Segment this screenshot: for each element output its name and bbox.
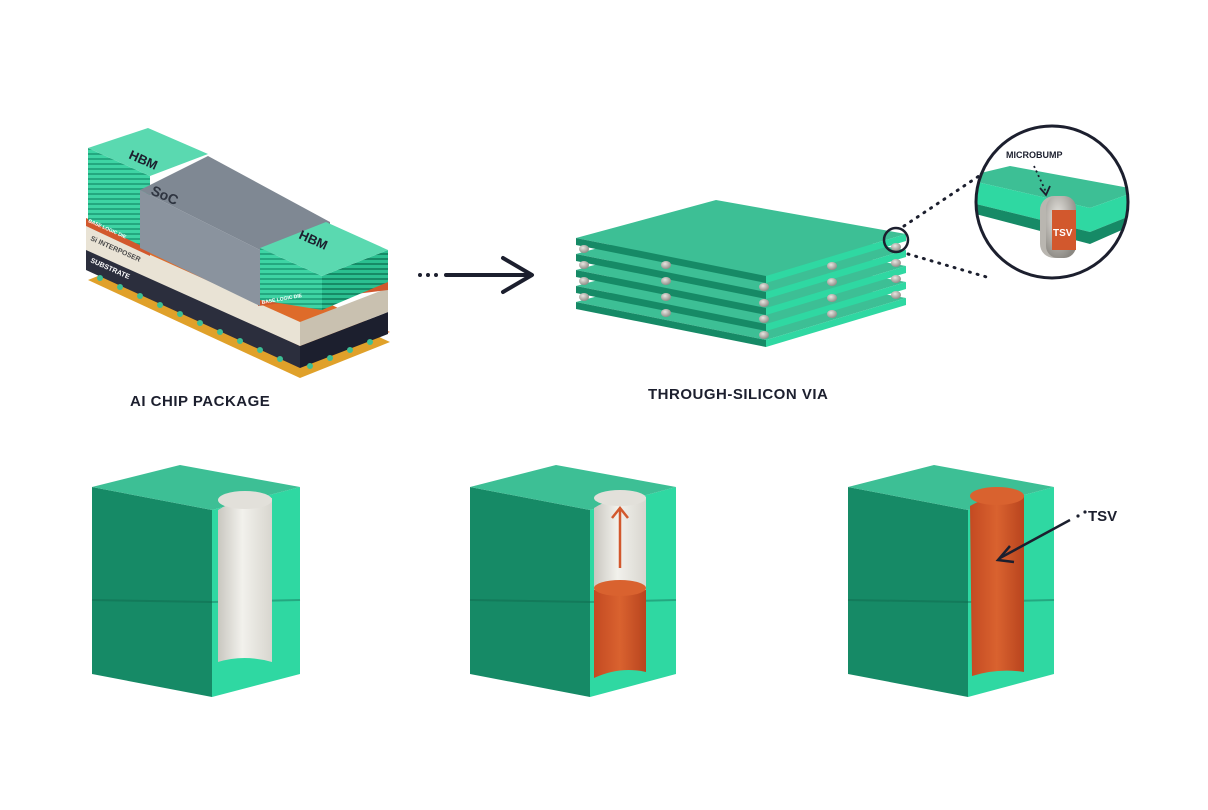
chip-label: CHIP bbox=[1010, 236, 1034, 247]
hbm-left-front bbox=[88, 148, 150, 250]
hbm-right-front bbox=[260, 248, 322, 310]
process-step-filling bbox=[469, 465, 677, 697]
microbump bbox=[661, 309, 671, 317]
zoom-target-ring bbox=[882, 226, 910, 254]
full-copper-fill bbox=[970, 494, 1024, 676]
hbm-left-top bbox=[88, 128, 208, 176]
package-substrate-dark-right bbox=[300, 312, 388, 368]
microbump bbox=[891, 243, 901, 251]
hbm-right-top bbox=[260, 222, 388, 276]
microbump bbox=[579, 245, 589, 253]
soc-front bbox=[140, 190, 260, 306]
arrow-head-icon bbox=[501, 256, 534, 294]
microbump bbox=[661, 261, 671, 269]
process-step-filled: TSV bbox=[847, 465, 1117, 697]
microbump bbox=[759, 331, 769, 339]
microbump bbox=[661, 293, 671, 301]
microbump bbox=[661, 277, 671, 285]
microbump bbox=[759, 299, 769, 307]
ai-chip-package: HBM SoC HBM BASE LOGIC DIE BASE LOGIC DI… bbox=[86, 128, 390, 378]
microbump bbox=[891, 291, 901, 299]
microbump bbox=[827, 262, 837, 270]
microbump bbox=[759, 315, 769, 323]
package-base-die-left bbox=[86, 218, 150, 256]
soc-top bbox=[140, 156, 330, 250]
package-interposer-front bbox=[86, 226, 300, 346]
microbump bbox=[827, 294, 837, 302]
package-bumps-row bbox=[97, 275, 373, 369]
stack-chip-layer bbox=[576, 200, 906, 291]
microbump bbox=[579, 277, 589, 285]
microbump bbox=[827, 278, 837, 286]
zoom-tsv-label: TSV bbox=[1053, 228, 1073, 239]
zoom-tsv-plug bbox=[1052, 210, 1076, 250]
microbump bbox=[759, 283, 769, 291]
hole-wall bbox=[218, 497, 272, 662]
microbump bbox=[891, 275, 901, 283]
flow-arrow bbox=[418, 256, 534, 294]
package-caption: AI CHIP PACKAGE bbox=[130, 393, 271, 410]
microbump bbox=[579, 261, 589, 269]
partial-copper-fill bbox=[594, 584, 646, 678]
hbm-right-side bbox=[322, 250, 388, 310]
tsv-pointer-label: TSV bbox=[1088, 508, 1117, 525]
tsv-caption: THROUGH-SILICON VIA bbox=[648, 386, 829, 403]
microbump bbox=[827, 310, 837, 318]
microbump bbox=[891, 259, 901, 267]
package-interposer-right bbox=[300, 288, 388, 346]
zoom-connectors bbox=[902, 170, 992, 280]
microbump-label: MICROBUMP bbox=[1006, 150, 1063, 160]
package-substrate-dark-front bbox=[86, 248, 300, 368]
tsv-stack bbox=[576, 200, 906, 347]
zoom-inset: MICROBUMP CHIP TSV bbox=[974, 124, 1130, 280]
microbump bbox=[579, 293, 589, 301]
process-step-etched-hole bbox=[91, 465, 301, 697]
